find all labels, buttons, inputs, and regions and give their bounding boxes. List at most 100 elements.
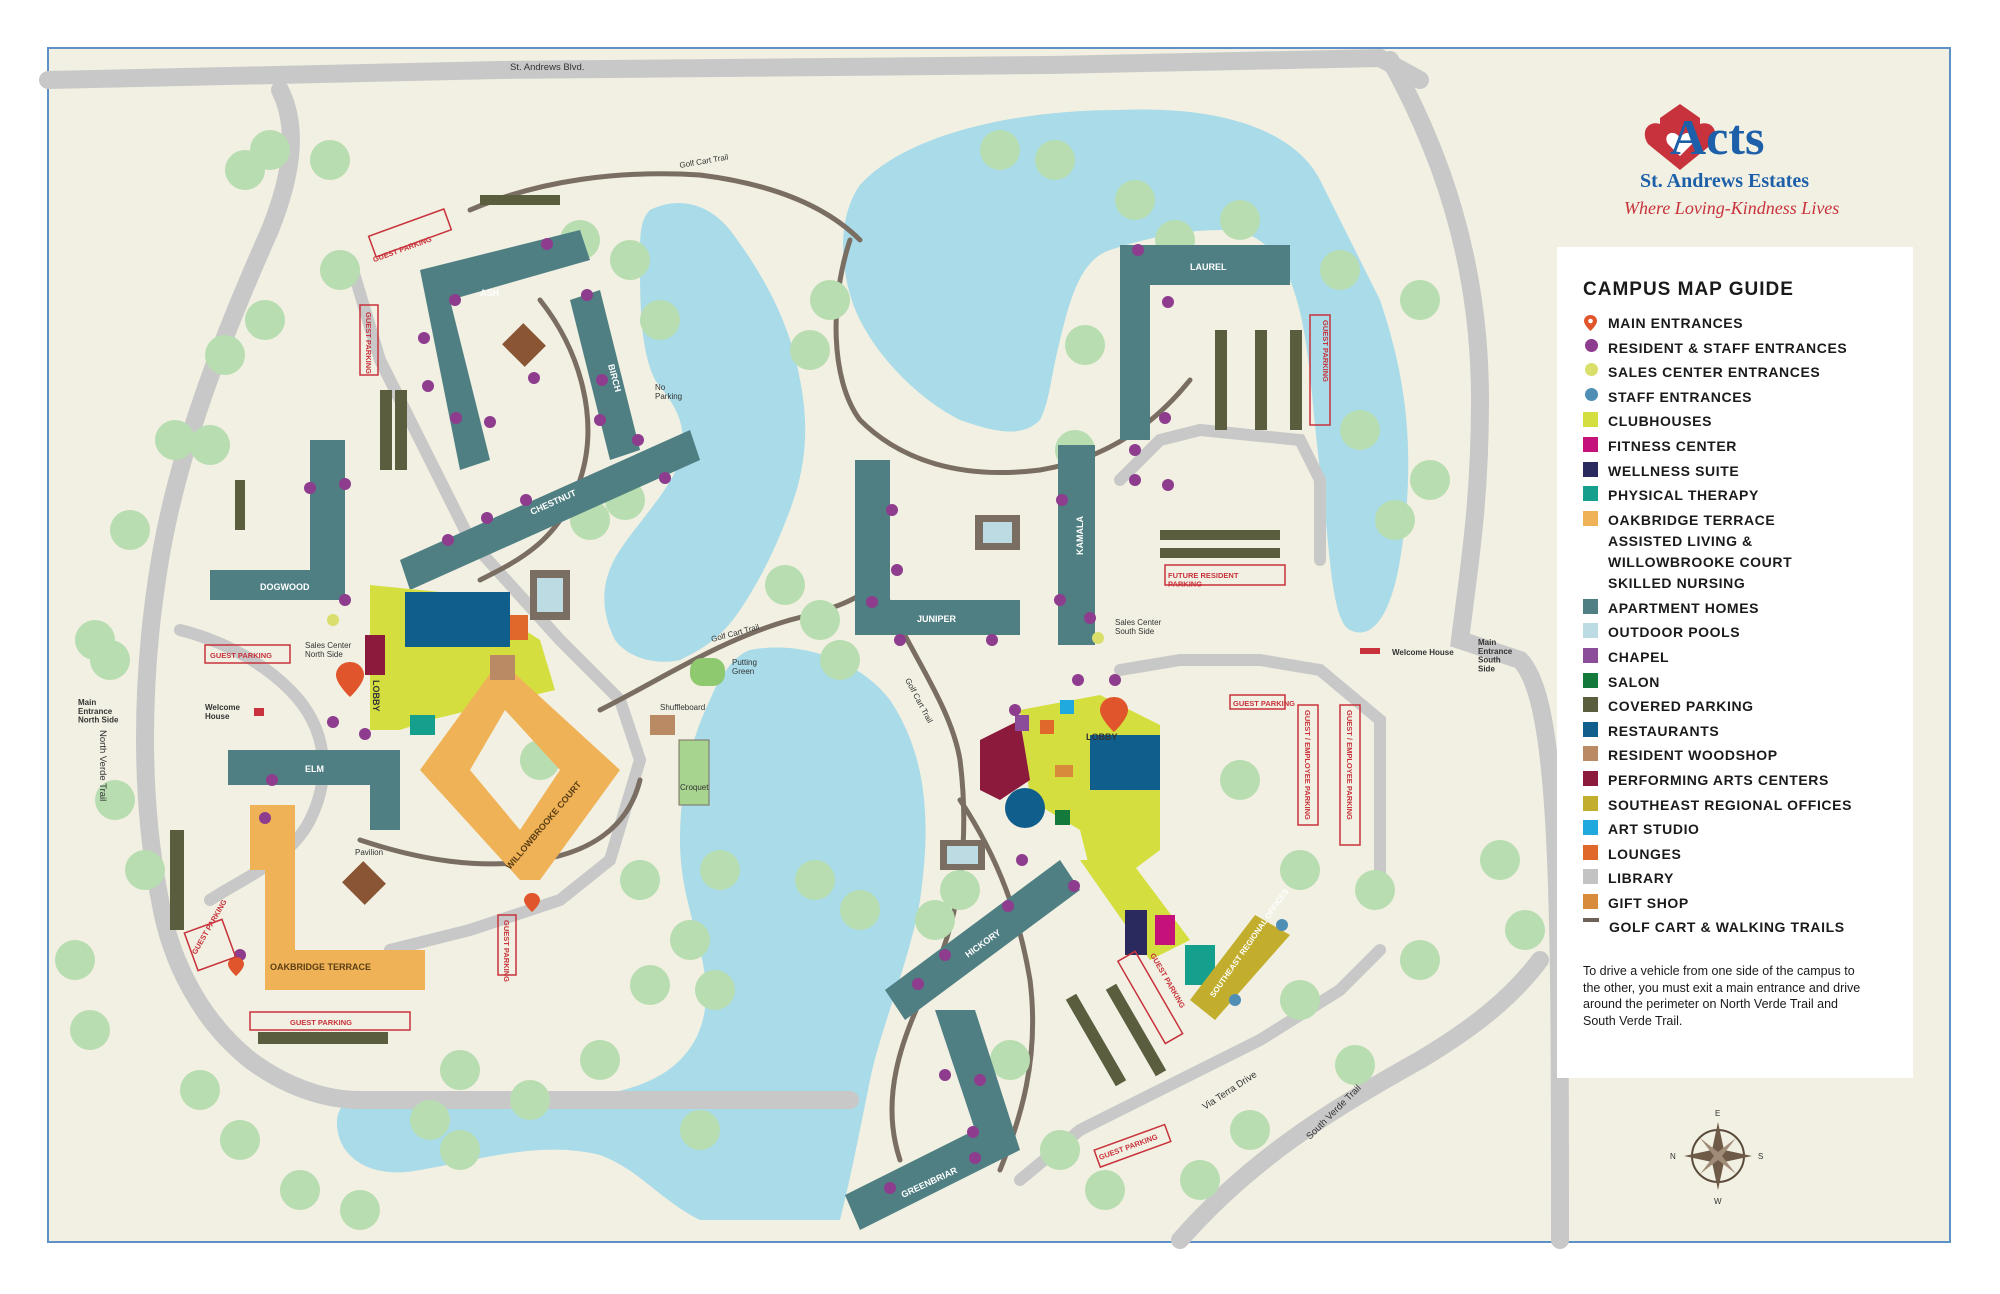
tree <box>610 240 650 280</box>
croquet-lawn <box>678 739 710 806</box>
tree <box>670 920 710 960</box>
resident-entrance-dot <box>1129 444 1141 456</box>
building-ash <box>420 230 590 470</box>
legend-swatch <box>1583 721 1598 737</box>
cp-9 <box>1065 993 1127 1087</box>
resident-entrance-dot <box>1162 296 1174 308</box>
guide-item: CHAPEL <box>1583 647 1903 672</box>
legend-dot <box>1585 387 1598 401</box>
guide-item: SALON <box>1583 672 1903 697</box>
compass-e: E <box>1715 1109 1720 1118</box>
resident-entrance-dot <box>422 380 434 392</box>
cp-3 <box>235 480 245 530</box>
cp-1 <box>380 390 392 470</box>
pin-icon <box>1583 314 1598 332</box>
tree <box>980 130 1020 170</box>
tree <box>205 335 245 375</box>
resident-entrance-dot <box>891 564 903 576</box>
pin-icon-south <box>524 893 540 912</box>
guide-item-label: SALES CENTER ENTRANCES <box>1608 364 1821 381</box>
label-juniper: JUNIPER <box>917 614 957 624</box>
legend-swatch <box>1583 461 1598 477</box>
tree <box>1280 850 1320 890</box>
road-label-north: St. Andrews Blvd. <box>510 62 584 73</box>
lake-north <box>843 109 1409 633</box>
road-south-verde <box>1171 951 1549 1249</box>
facilities <box>250 585 1290 1020</box>
brand-name: Acts <box>1670 109 1765 165</box>
resident-entrance-dot <box>1016 854 1028 866</box>
guide-item: CLUBHOUSES <box>1583 411 1903 436</box>
sales-entrance-north <box>327 614 339 626</box>
resident-entrance-dot <box>939 949 951 961</box>
resident-entrance-dot <box>1072 674 1084 686</box>
gp-label-2: GUEST PARKING <box>364 312 373 374</box>
legend-dot <box>1585 338 1598 352</box>
label-laurel: LAUREL <box>1190 262 1227 272</box>
tree <box>1320 250 1360 290</box>
pool-east-water <box>947 846 978 864</box>
lounge-west <box>510 615 528 640</box>
resident-entrance-dot <box>596 374 608 386</box>
pin-icon-east <box>1100 697 1128 732</box>
gp-box-4 <box>183 918 237 972</box>
parking-outlines <box>183 208 1361 1169</box>
resident-entrance-dot <box>266 774 278 786</box>
guide-item: MAIN ENTRANCES <box>1583 313 1903 338</box>
compass-star-diag <box>1700 1138 1736 1174</box>
salon-east <box>1055 810 1070 825</box>
staff-entrance-2 <box>1229 994 1241 1006</box>
tree <box>630 965 670 1005</box>
welcome-house-east <box>1360 648 1380 654</box>
resident-entrance-dot <box>1109 674 1121 686</box>
art-studio-east <box>1060 700 1074 714</box>
brand-subtitle: St. Andrews Estates <box>1640 170 1810 192</box>
guide-item: RESTAURANTS <box>1583 721 1903 746</box>
resident-entrance-dot <box>484 416 496 428</box>
gp-label-3: GUEST PARKING <box>210 651 272 660</box>
pool-juniper-water <box>983 522 1012 543</box>
pools <box>530 515 1020 870</box>
performing-arts-west <box>365 635 385 675</box>
resident-entrance-dot <box>939 1069 951 1081</box>
resident-entrance-dot <box>339 478 351 490</box>
tree <box>310 140 350 180</box>
resident-entrance-dot <box>1054 594 1066 606</box>
resident-entrance-dot <box>1002 900 1014 912</box>
gp-label-7: GUEST PARKING <box>1233 699 1295 708</box>
guide-note: To drive a vehicle from one side of the … <box>1583 964 1861 1028</box>
tree <box>1480 840 1520 880</box>
guide-item: COVERED PARKING <box>1583 696 1903 721</box>
restaurant-east <box>1090 735 1160 790</box>
tree <box>245 300 285 340</box>
tree <box>1355 870 1395 910</box>
tree <box>800 600 840 640</box>
brand-tagline: Where Loving-Kindness Lives <box>1624 198 1840 218</box>
resident-entrance-dot <box>912 978 924 990</box>
tree <box>1505 910 1545 950</box>
gp-label-10: GUEST / EMPLOYEE PARKING <box>1345 710 1354 820</box>
trail-center <box>597 577 883 713</box>
pin-icon-west <box>336 662 364 697</box>
resident-entrance-dot <box>442 534 454 546</box>
resident-entrance-dot <box>1162 479 1174 491</box>
guide-item: LOUNGES <box>1583 844 1903 869</box>
guide-item-label: CHAPEL <box>1608 648 1670 665</box>
legend-swatch <box>1583 672 1598 688</box>
apartment-buildings <box>210 230 1290 1230</box>
structures <box>254 323 1380 905</box>
cp-5 <box>1255 330 1267 430</box>
pavilion-label: Pavilion <box>355 848 383 857</box>
resident-entrance-dot <box>339 594 351 606</box>
trail-north-west <box>467 171 863 243</box>
gp-box-8 <box>1309 314 1331 426</box>
pavilion <box>342 861 386 905</box>
gp-label-5: GUEST PARKING <box>290 1018 352 1027</box>
label-kamala: KAMALA <box>1075 516 1085 555</box>
guide-item: WELLNESS SUITE <box>1583 461 1903 486</box>
tree <box>1280 980 1320 1020</box>
tree <box>1220 760 1260 800</box>
